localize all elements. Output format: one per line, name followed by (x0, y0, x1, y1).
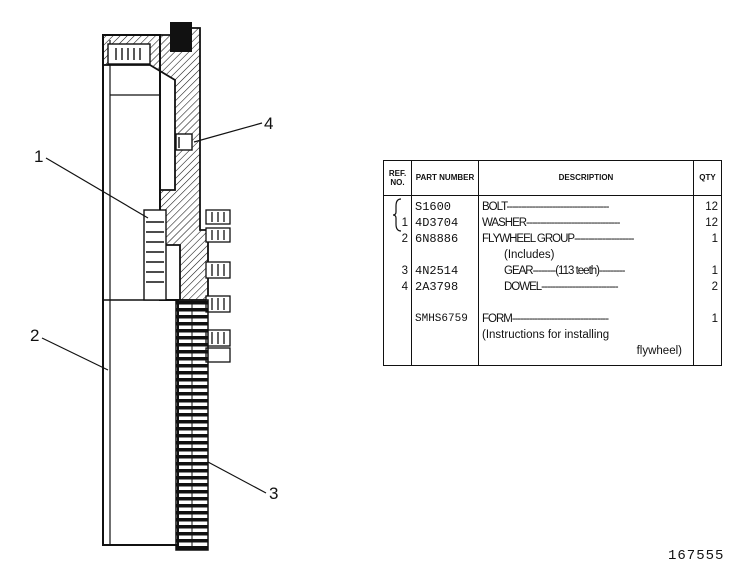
part-number-cell (415, 295, 475, 311)
description-cell: DOWEL--------------------------- (504, 281, 619, 293)
qty-column: 12 12 1 1 2 1 (693, 195, 722, 366)
qty-cell (697, 295, 718, 311)
studs (205, 209, 231, 363)
description-cell: BOLT------------------------------------ (482, 201, 609, 213)
description-cell: GEAR--------(113 teeth)--------- (504, 265, 625, 277)
qty-cell: 1 (711, 265, 718, 277)
qty-cell: 1 (711, 313, 718, 325)
part-number-cell: 4N2514 (415, 264, 459, 278)
part-number-cell: SMHS6759 (415, 313, 468, 325)
parts-table-header: REF. NO. PART NUMBER DESCRIPTION QTY (383, 160, 722, 196)
ref-cell (387, 247, 408, 263)
flywheel-body (102, 34, 179, 546)
parts-table: REF. NO. PART NUMBER DESCRIPTION QTY 1 2… (383, 160, 722, 366)
parts-table-body: 1 2 3 4 S1600 4D3704 6N8886 4N2514 2A379… (383, 195, 722, 366)
part-number-cell: S1600 (415, 200, 452, 214)
callout-4: 4 (264, 114, 274, 133)
ring-gear-3 (175, 299, 209, 551)
part-number-cell: 6N8886 (415, 232, 459, 246)
header-ref-no: REF. NO. (383, 160, 412, 196)
leader-lines (41, 122, 267, 494)
description-cell: WASHER--------------------------------- (482, 217, 620, 229)
qty-cell: 2 (711, 281, 718, 293)
bolt-1 (107, 43, 167, 301)
ref-cell: 2 (401, 233, 408, 245)
header-qty: QTY (693, 160, 722, 196)
callout-1: 1 (34, 147, 44, 166)
description-cell: FLYWHEEL GROUP--------------------- (482, 233, 635, 245)
ref-cell: 4 (401, 281, 408, 293)
part-number-cell: 2A3798 (415, 280, 459, 294)
description-cell: (Includes) (504, 249, 555, 261)
dowel-4 (175, 133, 193, 151)
header-description: DESCRIPTION (478, 160, 694, 196)
description-column: BOLT------------------------------------… (478, 195, 694, 366)
callout-3: 3 (269, 484, 279, 503)
qty-cell: 12 (705, 217, 718, 229)
qty-cell: 12 (705, 201, 718, 213)
description-cell: (Instructions for installing (482, 329, 610, 341)
part-number-column: S1600 4D3704 6N8886 4N2514 2A3798 SMHS67… (411, 195, 479, 366)
ref-cell: 1 (401, 217, 408, 229)
part-number-cell: 4D3704 (415, 216, 459, 230)
description-cell (482, 295, 690, 311)
qty-cell: 1 (711, 233, 718, 245)
callout-2: 2 (30, 326, 40, 345)
description-cell: flywheel) (636, 345, 682, 357)
header-part-number: PART NUMBER (411, 160, 479, 196)
part-number-cell (415, 247, 475, 263)
qty-cell (697, 247, 718, 263)
ref-1-brace-icon (392, 198, 402, 232)
ref-cell: 3 (401, 265, 408, 277)
ref-column: 1 2 3 4 (383, 195, 412, 366)
flywheel-section-hatched (102, 22, 209, 301)
description-cell: FORM---------------------------------- (482, 313, 609, 325)
figure-number: 167555 (668, 548, 725, 564)
